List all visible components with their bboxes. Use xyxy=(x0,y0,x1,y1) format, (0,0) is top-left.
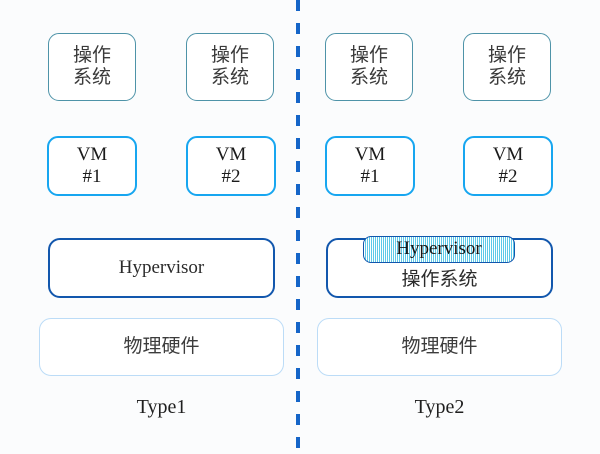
type1-vm-box-2: VM #2 xyxy=(186,136,276,196)
type1-vm-2-line1: VM xyxy=(215,143,247,165)
type2-physical-hardware-box: 物理硬件 xyxy=(317,318,562,376)
type2-vm-1-line1: VM xyxy=(354,143,386,165)
type1-hypervisor-box: Hypervisor xyxy=(48,238,275,298)
type1-vm-1-line2: #1 xyxy=(82,166,102,187)
type1-physical-hardware-label: 物理硬件 xyxy=(123,335,200,357)
type2-guest-os-box-2: 操作 系统 xyxy=(463,33,551,101)
type2-vm-box-2: VM #2 xyxy=(463,136,553,196)
type1-guest-os-box-2: 操作 系统 xyxy=(186,33,274,101)
type1-vm-box-1: VM #1 xyxy=(47,136,137,196)
type2-guest-os-2-line1: 操作 xyxy=(487,44,526,66)
type1-vm-1-line1: VM xyxy=(76,143,108,165)
type1-hypervisor-label: Hypervisor xyxy=(118,256,205,278)
type2-guest-os-1-line2: 系统 xyxy=(349,67,388,88)
type2-vm-2-line1: VM xyxy=(492,143,524,165)
type1-guest-os-2-line1: 操作 xyxy=(210,44,249,66)
type1-guest-os-1-line2: 系统 xyxy=(72,67,111,88)
type1-guest-os-1-line1: 操作 xyxy=(72,44,111,66)
type1-guest-os-2-line2: 系统 xyxy=(210,67,249,88)
type2-vm-box-1: VM #1 xyxy=(325,136,415,196)
type2-vm-2-line2: #2 xyxy=(498,166,518,187)
type1-vm-2-line2: #2 xyxy=(221,166,241,187)
type2-vm-1-line2: #1 xyxy=(360,166,380,187)
type2-physical-hardware-label: 物理硬件 xyxy=(401,335,478,357)
type1-caption: Type1 xyxy=(136,396,187,418)
type2-host-os-label: 操作系统 xyxy=(401,268,478,290)
type2-guest-os-2-line2: 系统 xyxy=(487,67,526,88)
type2-guest-os-box-1: 操作 系统 xyxy=(325,33,413,101)
type2-caption: Type2 xyxy=(414,396,465,418)
vertical-dashed-divider xyxy=(296,0,300,454)
type2-hypervisor-label: Hypervisor xyxy=(396,238,482,260)
type1-guest-os-box-1: 操作 系统 xyxy=(48,33,136,101)
type2-guest-os-1-line1: 操作 xyxy=(349,44,388,66)
type1-physical-hardware-box: 物理硬件 xyxy=(39,318,284,376)
type2-hypervisor-box: Hypervisor xyxy=(363,236,515,263)
